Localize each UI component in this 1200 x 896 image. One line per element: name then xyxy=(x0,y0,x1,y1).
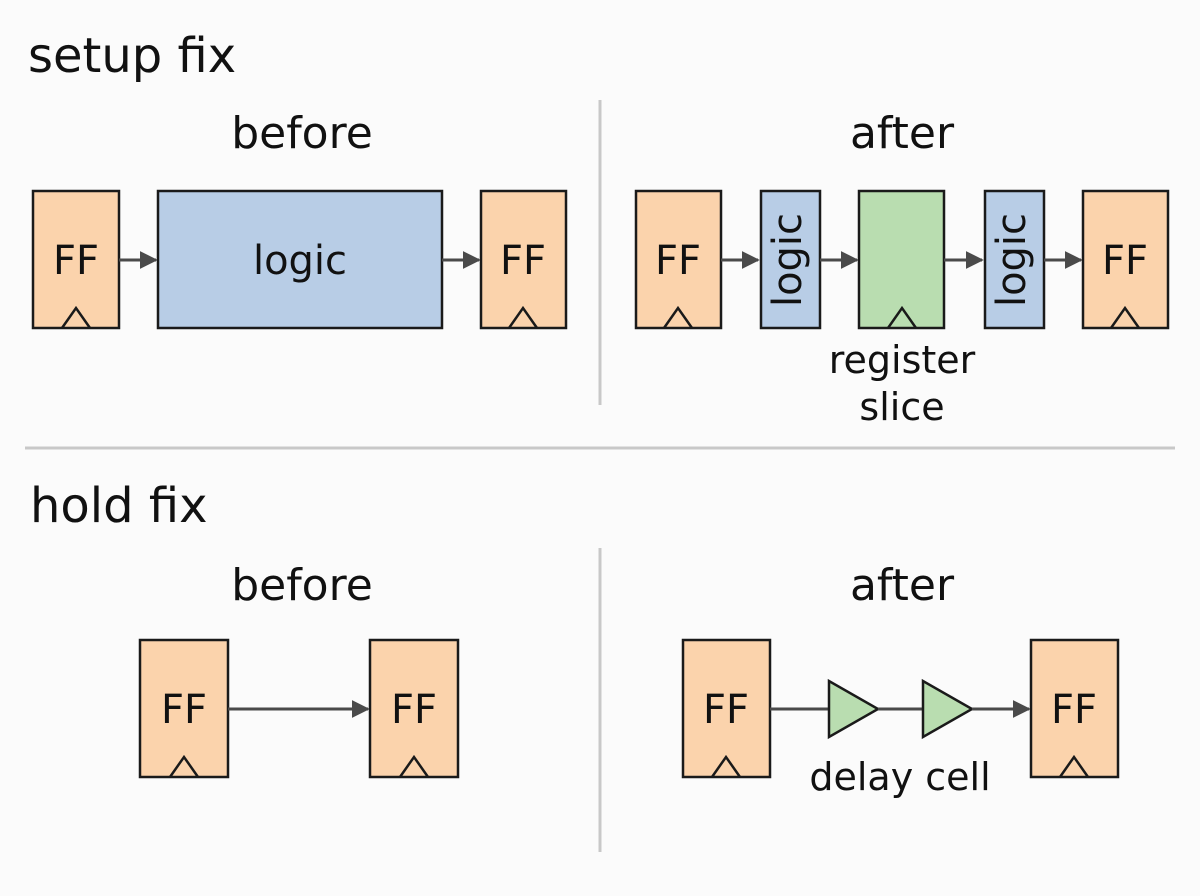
setup-before-heading: before xyxy=(231,108,373,159)
register-slice-label-line1: register xyxy=(829,338,976,382)
delay-buffer-1-icon xyxy=(827,678,881,740)
hold-after-heading: after xyxy=(850,560,955,611)
setup-after-logic-1: logic xyxy=(759,189,822,330)
setup-before-ff-right: FF xyxy=(479,189,568,330)
clock-icon xyxy=(886,305,918,329)
setup-after-ff-right: FF xyxy=(1081,189,1170,330)
logic-label: logic xyxy=(989,213,1035,307)
ff-label: FF xyxy=(53,238,99,284)
clock-icon xyxy=(60,305,92,329)
clock-icon xyxy=(1109,305,1141,329)
clock-icon xyxy=(168,754,200,778)
logic-label: logic xyxy=(253,238,347,284)
setup-after-register-slice xyxy=(857,189,946,330)
delay-cell-label: delay cell xyxy=(809,755,990,799)
setup-after-logic-2: logic xyxy=(983,189,1046,330)
clock-icon xyxy=(710,754,742,778)
setup-fix-title: setup fix xyxy=(28,28,236,84)
clock-icon xyxy=(507,305,539,329)
setup-after-heading: after xyxy=(850,108,955,159)
register-slice-label-line2: slice xyxy=(859,385,944,429)
clock-icon xyxy=(398,754,430,778)
ff-label: FF xyxy=(655,238,701,284)
hold-after-ff-right: FF xyxy=(1029,638,1120,779)
setup-after-ff-left: FF xyxy=(634,189,723,330)
hold-before-heading: before xyxy=(231,560,373,611)
ff-label: FF xyxy=(500,238,546,284)
logic-label: logic xyxy=(765,213,811,307)
hold-after-ff-left: FF xyxy=(681,638,772,779)
setup-before-ff-left: FF xyxy=(31,189,121,330)
ff-label: FF xyxy=(1102,238,1148,284)
hold-fix-title: hold fix xyxy=(30,478,208,534)
delay-buffer-2-icon xyxy=(921,678,975,740)
ff-label: FF xyxy=(703,687,749,733)
hold-before-ff-left: FF xyxy=(138,638,230,779)
hold-before-ff-right: FF xyxy=(368,638,460,779)
ff-label: FF xyxy=(391,687,437,733)
setup-before-logic-block: logic xyxy=(156,189,444,330)
clock-icon xyxy=(662,305,694,329)
clock-icon xyxy=(1058,754,1090,778)
ff-label: FF xyxy=(161,687,207,733)
ff-label: FF xyxy=(1051,687,1097,733)
